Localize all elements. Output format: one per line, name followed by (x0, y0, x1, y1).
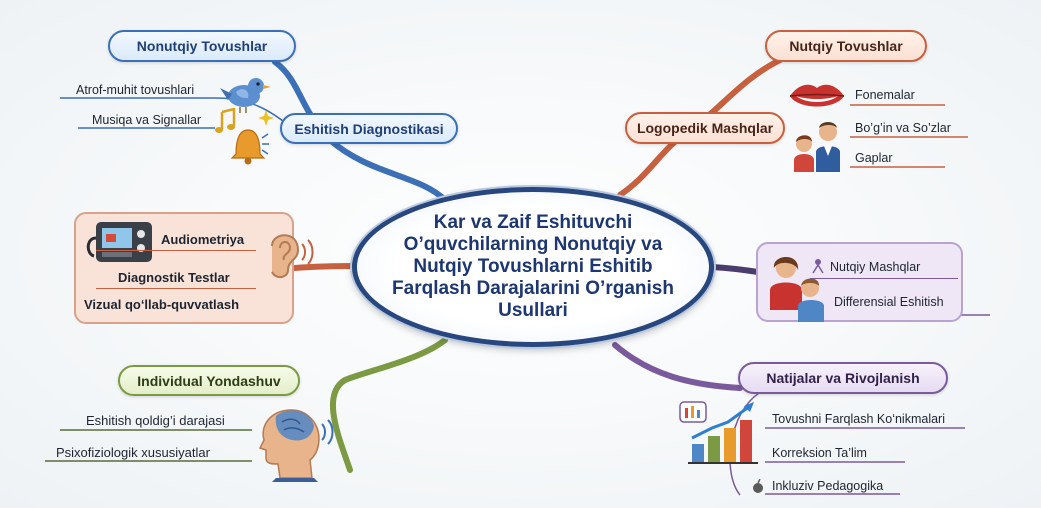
music-notes-icon (215, 108, 236, 133)
leaf-bogin-sozlar: Bo’g’in va So’zlar (855, 121, 951, 135)
ear-icon (271, 234, 314, 278)
head-profile-icon (258, 409, 334, 482)
underline-diagnostik-testlar (96, 288, 256, 289)
leaf-psixofiziologik: Psixofiziologik xususiyatlar (56, 445, 210, 460)
leaf-audiometriya: Audiometriya (161, 232, 245, 247)
node-nonutqiy-tovushlar: Nonutqiy Tovushlar (108, 30, 296, 62)
bird-icon (220, 78, 271, 113)
node-eshitish-diagnostikasi-label: Eshitish Diagnostikasi (294, 120, 444, 137)
node-nutqiy-tovushlar-label: Nutqiy Tovushlar (789, 38, 903, 54)
connector-mashqlar (709, 264, 761, 275)
node-logopedik-mashqlar-label: Logopedik Mashqlar (636, 120, 774, 136)
node-individual-yondashuv: Individual Yondashuv (118, 365, 300, 396)
leaf-eshitish-qoldigi: Eshitish qoldig’i darajasi (86, 413, 225, 428)
node-logopedik-mashqlar: Logopedik Mashqlar (625, 112, 785, 144)
leaf-atrof-muhit: Atrof-muhit tovushlari (76, 83, 195, 97)
central-topic: Kar va Zaif Eshituvchi O’quvchilarning N… (352, 187, 714, 347)
connector-individual (329, 337, 448, 473)
node-eshitish-diagnostikasi: Eshitish Diagnostikasi (280, 113, 458, 144)
sparkle-icon (258, 110, 274, 126)
leaf-fonemalar: Fonemalar (855, 88, 915, 102)
node-natijalar-rivojlanish-label: Natijalar va Rivojlanish (766, 370, 920, 386)
bar-chart-growth-icon (679, 401, 758, 464)
bell-icon (230, 129, 269, 165)
apple-icon (753, 479, 763, 493)
connector-natijalar (612, 342, 743, 391)
leaf-vizual: Vizual qo‘llab-quvvatlash (84, 297, 240, 312)
node-individual-yondashuv-label: Individual Yondashuv (137, 372, 281, 389)
leaf-diagnostik-testlar: Diagnostik Testlar (118, 270, 230, 285)
leaf-nutqiy-mashqlar: Nutqiy Mashqlar (830, 260, 921, 274)
underline-nutqiy-mashqlar (810, 278, 958, 279)
node-nutqiy-tovushlar: Nutqiy Tovushlar (765, 30, 927, 62)
node-nonutqiy-tovushlar-label: Nonutqiy Tovushlar (136, 38, 268, 54)
leaf-differensial: Differensial Eshitish (834, 295, 944, 309)
leaf-gaplar: Gaplar (855, 151, 893, 165)
leaf-korreksion-talim: Korreksion Ta’lim (772, 446, 867, 460)
mother-child-icon (770, 257, 824, 322)
leaf-inkluziv-pedagogika: Inkluziv Pedagogika (772, 479, 884, 493)
person-mini-icon (812, 259, 824, 274)
central-topic-title: Kar va Zaif Eshituvchi O’quvchilarning N… (392, 212, 674, 321)
leaf-tovushni-farqlash: Tovushni Farqlash Ko‘nikmalari (772, 412, 945, 426)
lips-icon (789, 84, 845, 107)
leaf-musiqa-signallar: Musiqa va Signallar (92, 113, 202, 127)
speech-therapist-child-icon (794, 122, 840, 172)
underline-audiometriya (96, 250, 256, 251)
node-natijalar-rivojlanish: Natijalar va Rivojlanish (738, 362, 948, 394)
audiometer-device-icon (86, 222, 152, 262)
